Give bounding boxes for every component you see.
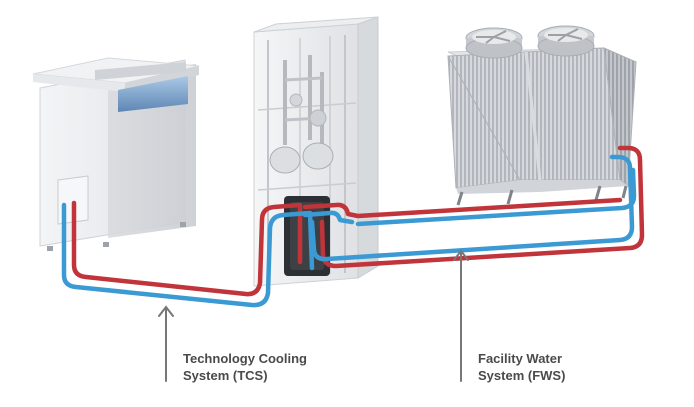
- tcs-supply-pipe: [61, 202, 315, 308]
- fws-arrow: [453, 249, 469, 382]
- tcs-piping: [61, 200, 315, 308]
- dry-cooler: [447, 25, 637, 206]
- fws-label-line1: Facility Water: [478, 351, 563, 366]
- fws-piping: [302, 145, 645, 269]
- tcs-arrow: [158, 305, 174, 382]
- tcs-label-line1: Technology Cooling: [183, 351, 307, 366]
- fws-label: Facility Water System (FWS): [478, 350, 565, 384]
- fws-return-pipe: [319, 145, 645, 269]
- fws-label-line2: System (FWS): [478, 368, 566, 383]
- fws-supply-pipe: [309, 154, 635, 262]
- tcs-label-line2: System (TCS): [183, 368, 268, 383]
- tcs-return-pipe: [71, 200, 303, 297]
- fan-left: [465, 27, 523, 59]
- coolant-distribution-unit: [253, 16, 379, 287]
- tcs-label: Technology Cooling System (TCS): [183, 350, 307, 384]
- fan-right: [537, 25, 595, 57]
- rack-cooling-unit: [32, 57, 200, 251]
